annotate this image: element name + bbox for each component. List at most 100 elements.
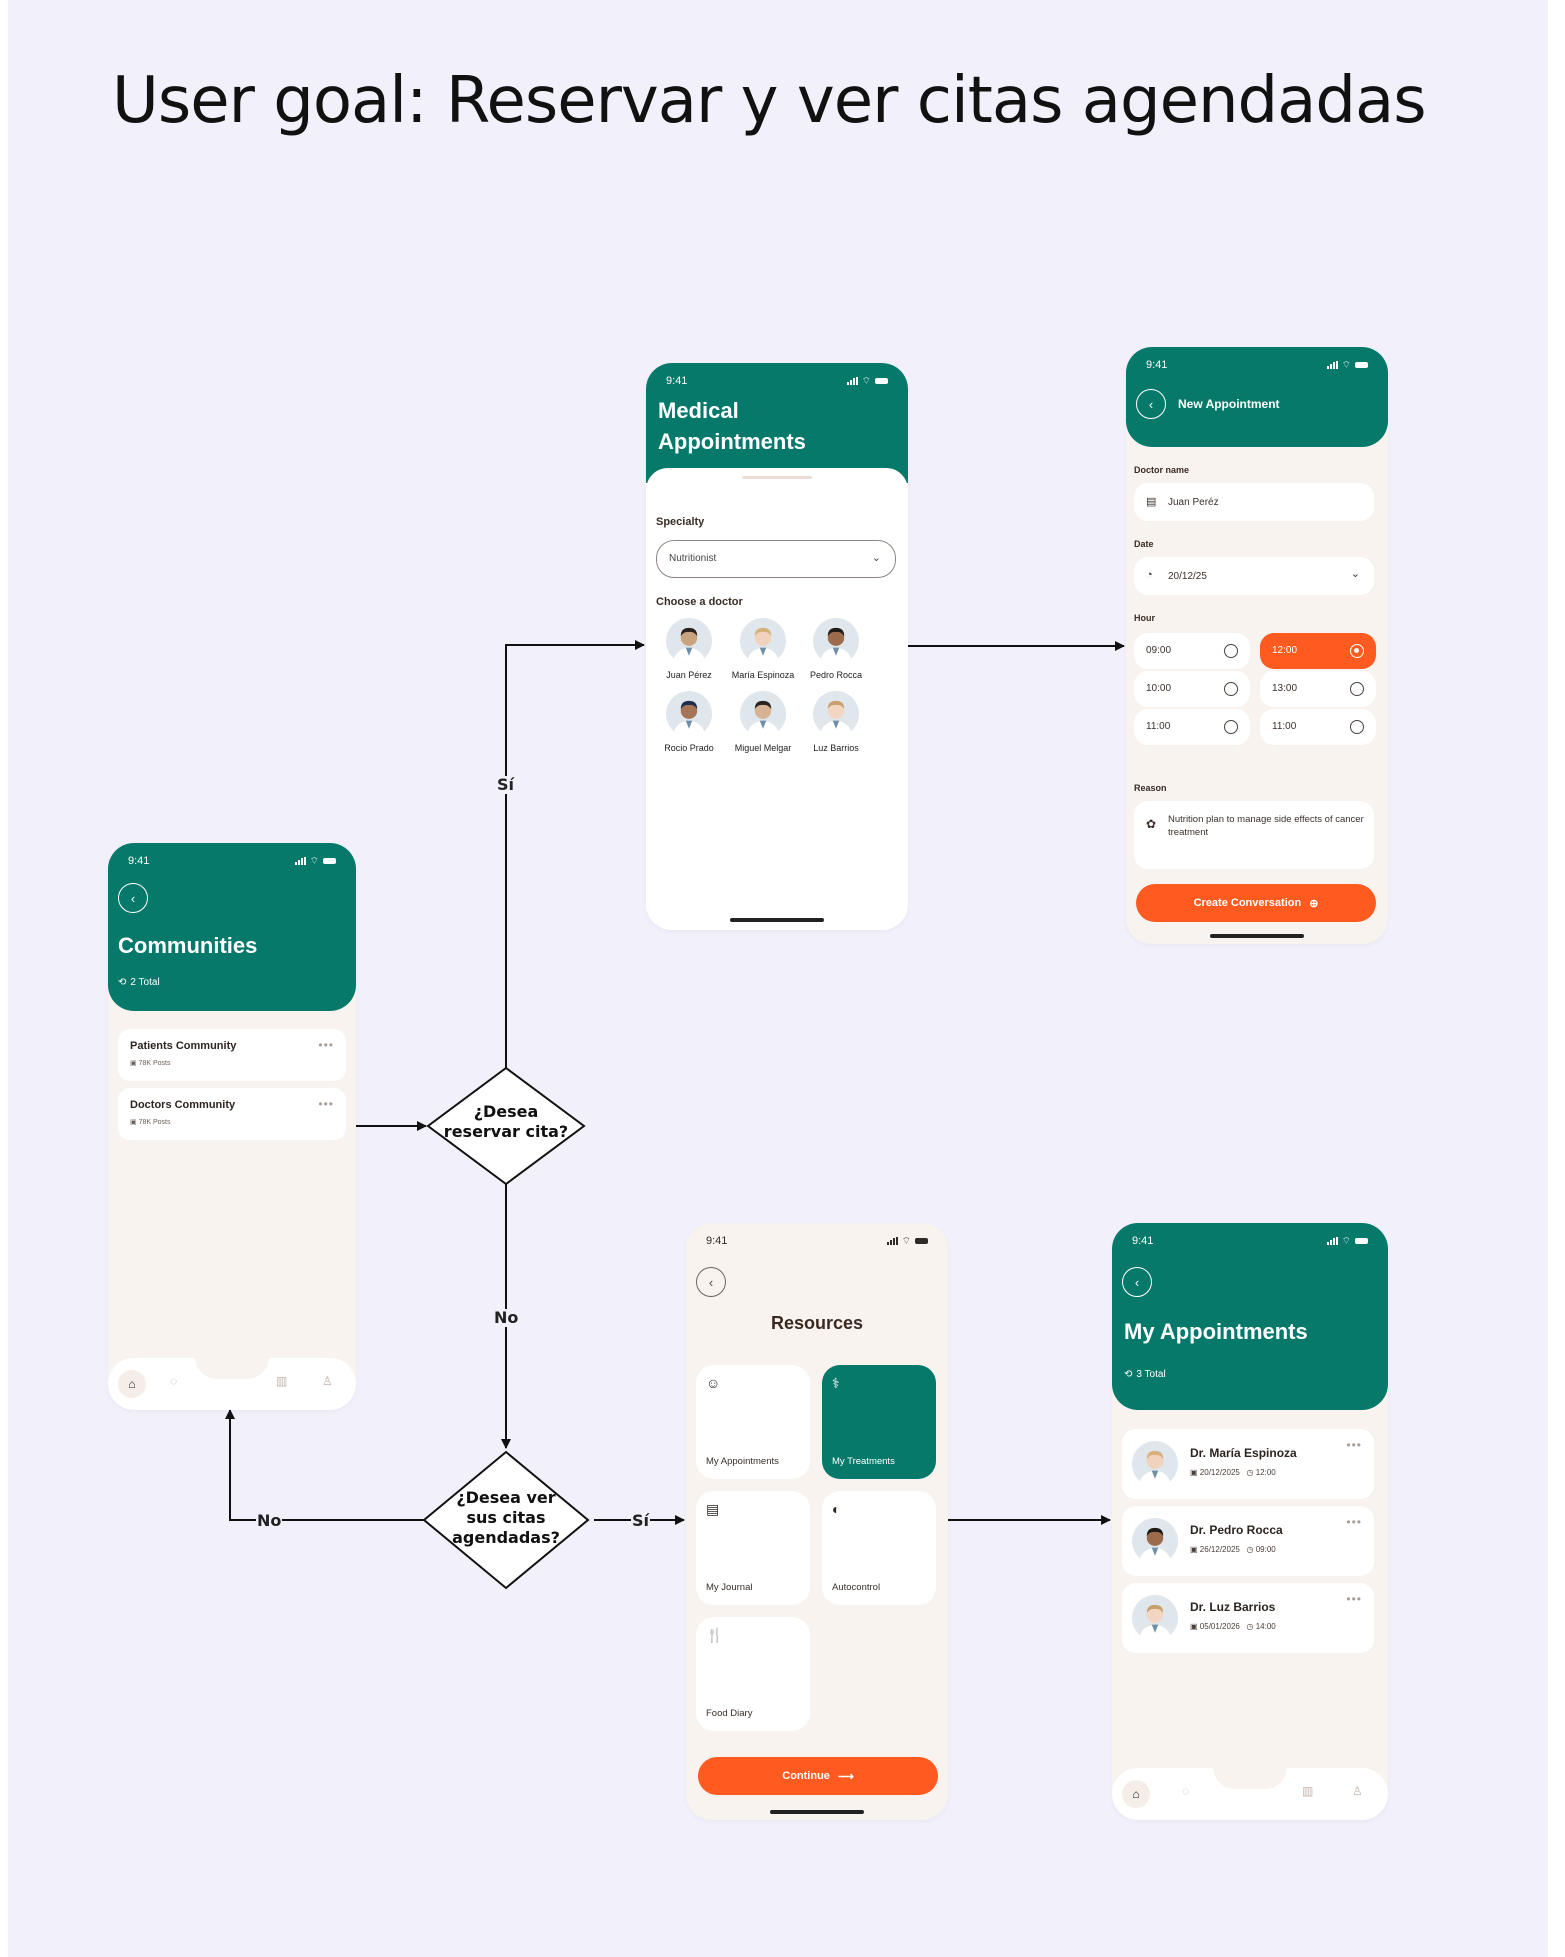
tab-profile[interactable]: ♙ [1352, 1784, 1363, 1798]
doctor-option[interactable]: María Espinoza [728, 618, 798, 680]
sheet: Specialty Nutritionist ⌄ Choose a doctor… [646, 468, 908, 930]
radio-icon [1350, 682, 1364, 696]
resource-card[interactable]: ⚕ My Treatments [822, 1365, 936, 1479]
signal-icon [1326, 1237, 1338, 1245]
decision2-shape [422, 1450, 590, 1590]
back-button[interactable]: ‹ [1122, 1267, 1152, 1297]
more-icon[interactable]: ••• [1346, 1515, 1362, 1529]
more-icon[interactable]: ••• [318, 1097, 334, 1111]
back-button[interactable]: ‹ [696, 1267, 726, 1297]
status-icons: ⌔ [846, 375, 888, 388]
tab-chat[interactable]: ◌ [1182, 1784, 1189, 1798]
tab-home[interactable]: ⌂ [118, 1370, 146, 1398]
doctor-option[interactable]: Miguel Melgar [728, 691, 798, 753]
resource-label: My Treatments [832, 1456, 895, 1467]
battery-icon [323, 858, 336, 864]
page-title: User goal: Reservar y ver citas agendada… [112, 64, 1427, 138]
tab-stats[interactable]: ▥ [1302, 1784, 1313, 1798]
hour-option[interactable]: 10:00 [1134, 671, 1250, 707]
resource-card[interactable]: 🍴Food Diary [696, 1617, 810, 1731]
doctor-name: Pedro Rocca [809, 670, 863, 680]
edge-decision1-si [505, 640, 645, 1068]
specialty-label: Specialty [656, 516, 705, 528]
appointment-card[interactable]: Dr. Pedro Rocca▣ 26/12/2025 ◷ 09:00••• [1122, 1506, 1374, 1576]
continue-button[interactable]: Continue⟶ [698, 1757, 938, 1795]
doctor-portrait [740, 618, 786, 664]
resource-label: My Journal [706, 1582, 753, 1593]
hour-option[interactable]: 11:00 [1134, 709, 1250, 745]
create-conversation-button[interactable]: Create Conversation⊕ [1136, 884, 1376, 922]
document-icon: ▤ [1146, 496, 1157, 508]
tab-chat[interactable]: ◌ [170, 1374, 177, 1388]
hour-time: 13:00 [1272, 683, 1298, 694]
doctor-portrait [813, 618, 859, 664]
specialty-select[interactable]: Nutritionist ⌄ [656, 540, 896, 578]
resource-card[interactable]: ☺My Appointments [696, 1365, 810, 1479]
doctor-name-field[interactable]: ▤Juan Peréz [1134, 483, 1374, 521]
doctor-avatar [666, 691, 712, 737]
resource-card[interactable]: ▤ My Journal [696, 1491, 810, 1605]
doctor-portrait [813, 691, 859, 737]
edge-decision2-no [225, 1409, 428, 1521]
resource-icon: ▤ [706, 1501, 720, 1517]
clock-icon: ◷ [1246, 1468, 1254, 1477]
doctor-name: Rocio Prado [664, 743, 714, 753]
back-button[interactable]: ‹ [118, 883, 148, 913]
plus-circle-icon: ⊕ [1309, 897, 1319, 910]
more-icon[interactable]: ••• [318, 1038, 334, 1052]
doctor-portrait [666, 618, 712, 664]
tab-notch [1213, 1767, 1287, 1789]
back-button[interactable]: ‹ [1136, 389, 1166, 419]
hour-option[interactable]: 09:00 [1134, 633, 1250, 669]
hour-option[interactable]: 13:00 [1260, 671, 1376, 707]
back-chevron-icon: ‹ [708, 1274, 714, 1290]
doctor-portrait [1132, 1441, 1178, 1487]
signal-icon [886, 1237, 898, 1245]
resource-icon: ⚕ [832, 1375, 840, 1391]
appointment-meta: ▣ 05/01/2026 ◷ 14:00 [1190, 1622, 1276, 1631]
tab-home[interactable]: ⌂ [1122, 1780, 1150, 1808]
sheet-handle[interactable] [742, 476, 812, 479]
flow-connectors [225, 640, 1125, 1590]
battery-icon [915, 1238, 928, 1244]
doctor-option[interactable]: Pedro Rocca [801, 618, 871, 680]
chevron-down-icon: ⌄ [1350, 568, 1360, 580]
reason-field[interactable]: ✿ Nutrition plan to manage side effects … [1134, 801, 1374, 869]
resource-icon: 🍴 [706, 1627, 724, 1643]
community-card-doctors[interactable]: Doctors Community ▣ 78K Posts ••• [118, 1088, 346, 1140]
resource-card[interactable]: ◐Autocontrol [822, 1491, 936, 1605]
status-bar: 9:41 ⌔ [706, 1233, 928, 1249]
date-field[interactable]: ◔20/12/25 ⌄ [1134, 557, 1374, 595]
more-icon[interactable]: ••• [1346, 1438, 1362, 1452]
edge-label-no-down: No [493, 1308, 520, 1327]
new-appointment-title: New Appointment [1178, 397, 1280, 411]
more-icon[interactable]: ••• [1346, 1592, 1362, 1606]
chat-bubble-icon: ◌ [170, 1374, 178, 1388]
hour-time: 10:00 [1146, 683, 1172, 694]
wifi-icon: ⌔ [1341, 359, 1351, 371]
group-icon: ⟲ [118, 977, 127, 988]
doctor-name: María Espinoza [731, 670, 795, 680]
tab-stats[interactable]: ▥ [276, 1374, 287, 1388]
doctor-option[interactable]: Rocio Prado [654, 691, 724, 753]
date-label: Date [1134, 539, 1154, 549]
my-appointments-total: ⟲3 Total [1124, 1369, 1166, 1380]
doctor-name: Luz Barrios [813, 743, 859, 753]
tab-profile[interactable]: ♙ [322, 1374, 333, 1388]
chat-icon: ▣ [130, 1119, 137, 1126]
doctor-avatar [813, 691, 859, 737]
tab-bar: ⌂ ◌ ▥ ♙ [108, 1357, 356, 1410]
appointment-card[interactable]: Dr. Luz Barrios▣ 05/01/2026 ◷ 14:00••• [1122, 1583, 1374, 1653]
doctor-option[interactable]: Luz Barrios [801, 691, 871, 753]
hour-option[interactable]: 11:00 [1260, 709, 1376, 745]
tab-bar: ⌂ ◌ ▥ ♙ [1112, 1767, 1388, 1820]
status-icons: ⌔ [294, 855, 336, 868]
doctor-option[interactable]: Juan Pérez [654, 618, 724, 680]
appointment-card[interactable]: Dr. María Espinoza▣ 20/12/2025 ◷ 12:00••… [1122, 1429, 1374, 1499]
edge-label-si-top: Sí [496, 775, 516, 794]
status-bar: 9:41 ⌔ [128, 853, 336, 869]
community-card-patients[interactable]: Patients Community ▣ 78K Posts ••• [118, 1029, 346, 1081]
hour-option[interactable]: 12:00 [1260, 633, 1376, 669]
status-time: 9:41 [666, 375, 688, 387]
